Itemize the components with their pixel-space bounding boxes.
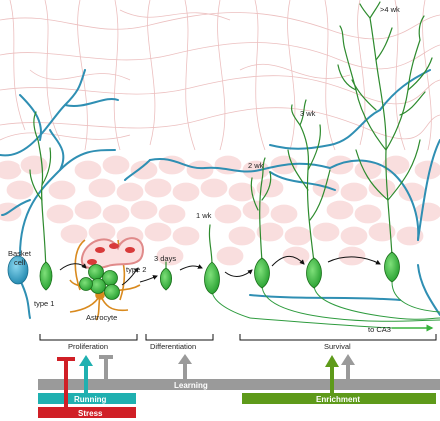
astrocyte-label: Astrocyte xyxy=(86,313,117,322)
type1-label: type 1 xyxy=(34,299,54,308)
stress-bar xyxy=(38,407,136,418)
four-week-label: >4 wk xyxy=(380,5,400,14)
basket-cell-label-line1: Basket xyxy=(8,249,32,258)
one-week-label: 1 wk xyxy=(196,211,212,220)
type2-label: type 2 xyxy=(126,265,146,274)
stage-brackets xyxy=(39,334,437,341)
neuron-3-days xyxy=(159,261,173,291)
stress-label: Stress xyxy=(78,409,103,418)
mossy-fiber-bundle xyxy=(249,317,393,329)
three-days-label: 3 days xyxy=(154,254,176,263)
three-week-label: 3 wk xyxy=(300,109,316,118)
running-label: Running xyxy=(74,395,107,404)
stage-proliferation: Proliferation xyxy=(68,342,108,351)
running-promotion-marker xyxy=(79,355,93,393)
type1-cell xyxy=(29,111,53,291)
neuron-2-week xyxy=(250,157,440,322)
learning-bar xyxy=(38,379,440,390)
stage-survival: Survival xyxy=(324,342,351,351)
basket-cell-body xyxy=(7,255,29,285)
learning-differentiation-marker xyxy=(178,354,192,379)
enrichment-survival-marker xyxy=(325,355,339,393)
enrichment-bar xyxy=(242,393,436,404)
learning-survival-marker xyxy=(341,354,355,379)
molecular-layer-fibers xyxy=(0,0,440,151)
development-arrows xyxy=(59,255,381,286)
neuron-3-week xyxy=(287,99,440,320)
blood-vessel xyxy=(80,237,144,270)
stress-inhibition-marker xyxy=(57,357,75,407)
two-week-label: 2 wk xyxy=(248,161,264,170)
progenitor-cluster xyxy=(79,264,120,300)
learning-label: Learning xyxy=(174,381,208,390)
neuron-4-week xyxy=(337,1,440,313)
basket-cell-label-line2: cell xyxy=(14,258,26,267)
running-bar xyxy=(38,393,136,404)
learning-inhibition-marker xyxy=(99,355,113,379)
neuron-1-week xyxy=(204,224,251,319)
granule-cell-layer xyxy=(0,154,440,267)
stage-differentiation: Differentiation xyxy=(150,342,196,351)
to-ca3-label: to CA3 xyxy=(368,325,391,334)
enrichment-label: Enrichment xyxy=(316,395,360,404)
